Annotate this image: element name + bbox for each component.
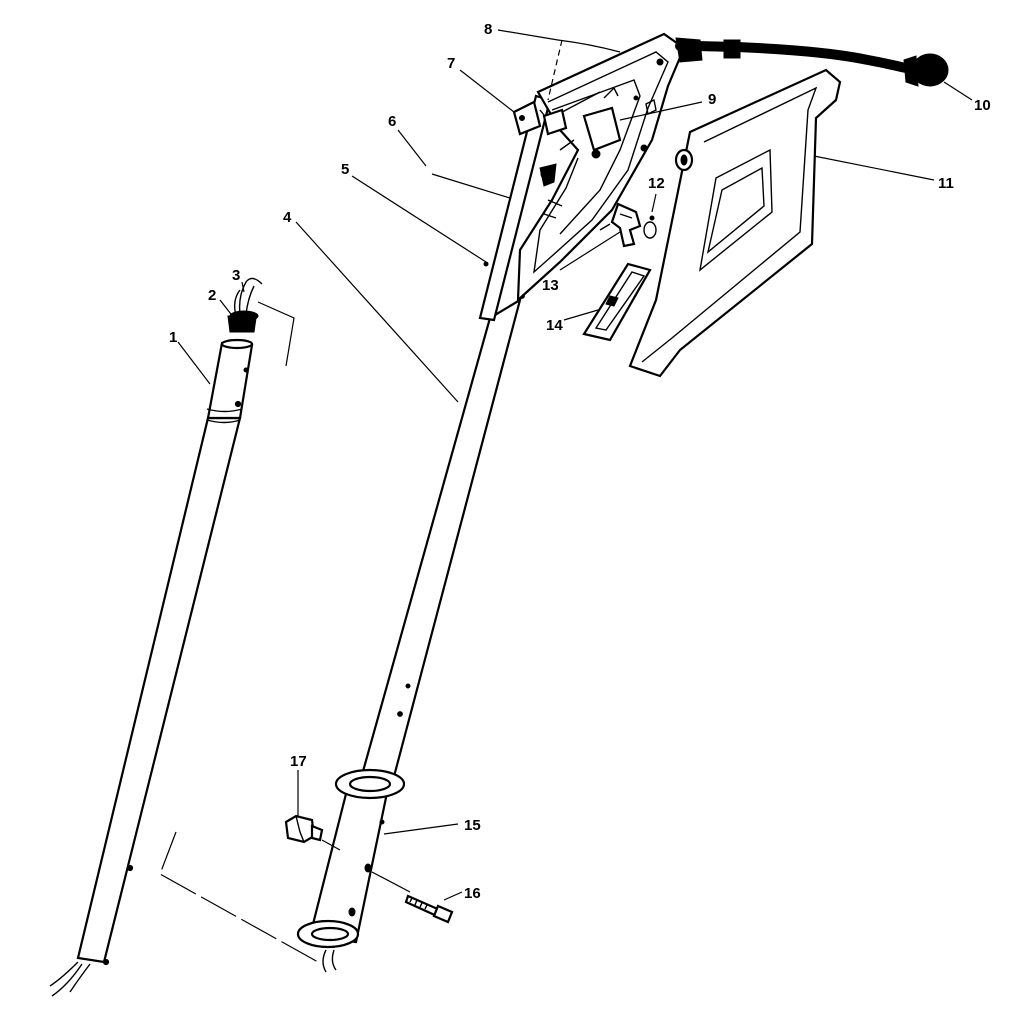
label-4: 4 xyxy=(283,209,292,226)
label-11: 11 xyxy=(938,175,954,192)
label-12: 12 xyxy=(648,175,665,192)
part-3-wires xyxy=(233,277,263,317)
label-15: 15 xyxy=(464,817,481,834)
part-11-bail-handle xyxy=(628,68,842,378)
part-17-nut xyxy=(284,814,324,844)
label-17: 17 xyxy=(290,753,307,770)
handle-housing xyxy=(512,32,686,303)
part-10-power-cord xyxy=(675,37,949,87)
part-5-handle-bracket xyxy=(478,94,552,322)
part-16-bolt xyxy=(404,894,454,924)
label-9: 9 xyxy=(708,91,716,108)
label-14: 14 xyxy=(546,317,563,334)
part-12-washer xyxy=(643,215,657,239)
label-10: 10 xyxy=(974,97,991,114)
label-7: 7 xyxy=(447,55,455,72)
alignment-bracket-top xyxy=(257,301,295,367)
label-6: 6 xyxy=(388,113,396,130)
part-15-grip xyxy=(296,768,406,973)
label-13: 13 xyxy=(542,277,559,294)
part-1-lower-tube xyxy=(49,338,254,997)
callout-labels: 1 2 3 4 5 6 7 8 9 10 11 12 13 14 15 16 1… xyxy=(169,21,991,902)
label-3: 3 xyxy=(232,267,240,284)
part-9-block xyxy=(582,106,622,152)
alignment-bracket-bottom xyxy=(159,831,319,963)
part-13-lever xyxy=(610,202,642,248)
label-1: 1 xyxy=(169,329,177,346)
part-7-switch xyxy=(512,100,542,136)
label-2: 2 xyxy=(208,287,216,304)
label-8: 8 xyxy=(484,21,492,38)
part-14-trigger xyxy=(582,262,652,342)
label-5: 5 xyxy=(341,161,349,178)
label-16: 16 xyxy=(464,885,481,902)
part-2-bushing xyxy=(227,310,259,333)
part-4-main-tube xyxy=(358,293,525,786)
leader-lines xyxy=(177,29,973,901)
